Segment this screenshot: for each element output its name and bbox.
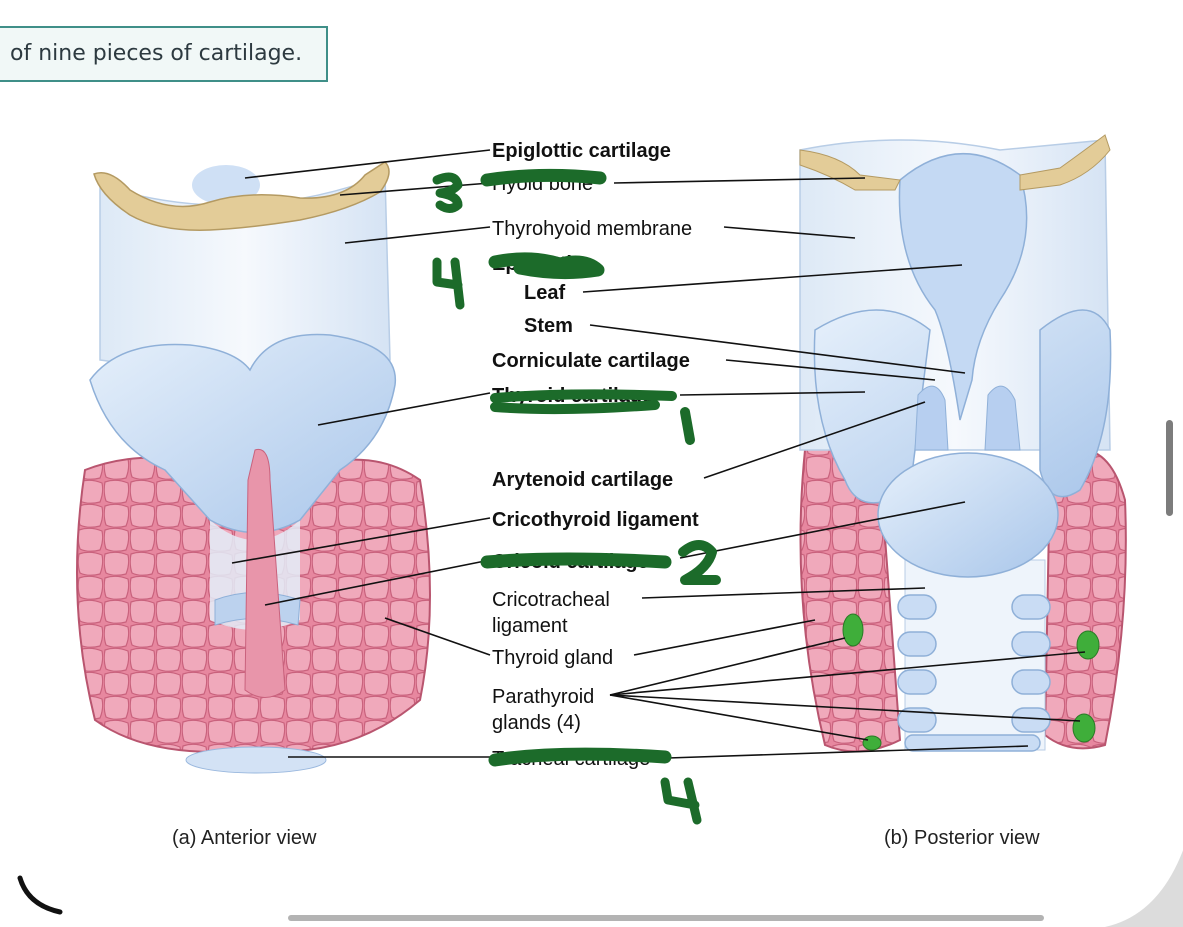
- vertical-scrollbar[interactable]: [1166, 420, 1173, 516]
- home-indicator-bar[interactable]: [288, 915, 1044, 921]
- leader-lines: [231, 149, 1086, 759]
- label-parathyroid-line1: Parathyroid: [492, 686, 594, 708]
- label-cricotracheal-line2: ligament: [492, 615, 568, 637]
- label-arytenoid-cartilage: Arytenoid cartilage: [492, 469, 673, 491]
- marker-scribble-epiglottis: [488, 252, 605, 280]
- posterior-cricoid-cartilage: [877, 452, 1059, 578]
- label-thyrohyoid-membrane: Thyrohyoid membrane: [492, 218, 692, 240]
- label-corniculate-cartilage: Corniculate cartilage: [492, 350, 690, 372]
- posterior-thyroid-lobe-right: [1043, 448, 1127, 750]
- label-leaf: Leaf: [524, 282, 565, 304]
- page-corner-shadow: [1105, 850, 1183, 927]
- marker-scribble-cricoid: [480, 552, 672, 569]
- anterior-tracheal-cartilage: [185, 746, 327, 774]
- posterior-hyoid-bone-left: [799, 149, 901, 191]
- marker-number-4-lower: [660, 777, 702, 825]
- marker-number-4-upper: [432, 257, 465, 310]
- label-cricothyroid-ligament: Cricothyroid ligament: [492, 509, 699, 531]
- caption-anterior-view: (a) Anterior view: [172, 827, 317, 849]
- caption-posterior-view: (b) Posterior view: [884, 827, 1040, 849]
- marker-scribble-hyoid: [480, 168, 607, 187]
- posterior-hyoid-bone-right: [1019, 134, 1111, 191]
- label-parathyroid-line2: glands (4): [492, 712, 581, 734]
- anterior-hyoid-bone: [93, 161, 390, 231]
- caption-box: of nine pieces of cartilage.: [0, 26, 328, 82]
- label-thyroid-gland: Thyroid gland: [492, 647, 613, 669]
- anterior-larynx: [76, 161, 431, 774]
- screen-corner-arc: [17, 875, 63, 915]
- marker-scribble-tracheal: [488, 747, 672, 767]
- handwritten-annotations: [432, 168, 721, 825]
- label-epiglottic-cartilage: Epiglottic cartilage: [492, 140, 671, 162]
- label-stem: Stem: [524, 315, 573, 337]
- posterior-arytenoid-right: [984, 385, 1021, 451]
- anterior-thyroid-cartilage: [89, 333, 397, 534]
- posterior-tracheal-rings: [897, 594, 1051, 752]
- posterior-arytenoid-left: [914, 385, 949, 451]
- marker-scribble-thyroid: [490, 389, 677, 415]
- anterior-pyramidal-lobe: [244, 448, 286, 698]
- caption-text: of nine pieces of cartilage.: [10, 41, 303, 66]
- marker-number-2: [678, 540, 721, 585]
- posterior-thyroid-cartilage: [813, 309, 1112, 504]
- marker-number-1: [680, 407, 695, 445]
- posterior-larynx: [799, 134, 1127, 753]
- posterior-epiglottis: [898, 153, 1028, 421]
- marker-number-3: [432, 172, 463, 213]
- label-cricotracheal-line1: Cricotracheal: [492, 589, 610, 611]
